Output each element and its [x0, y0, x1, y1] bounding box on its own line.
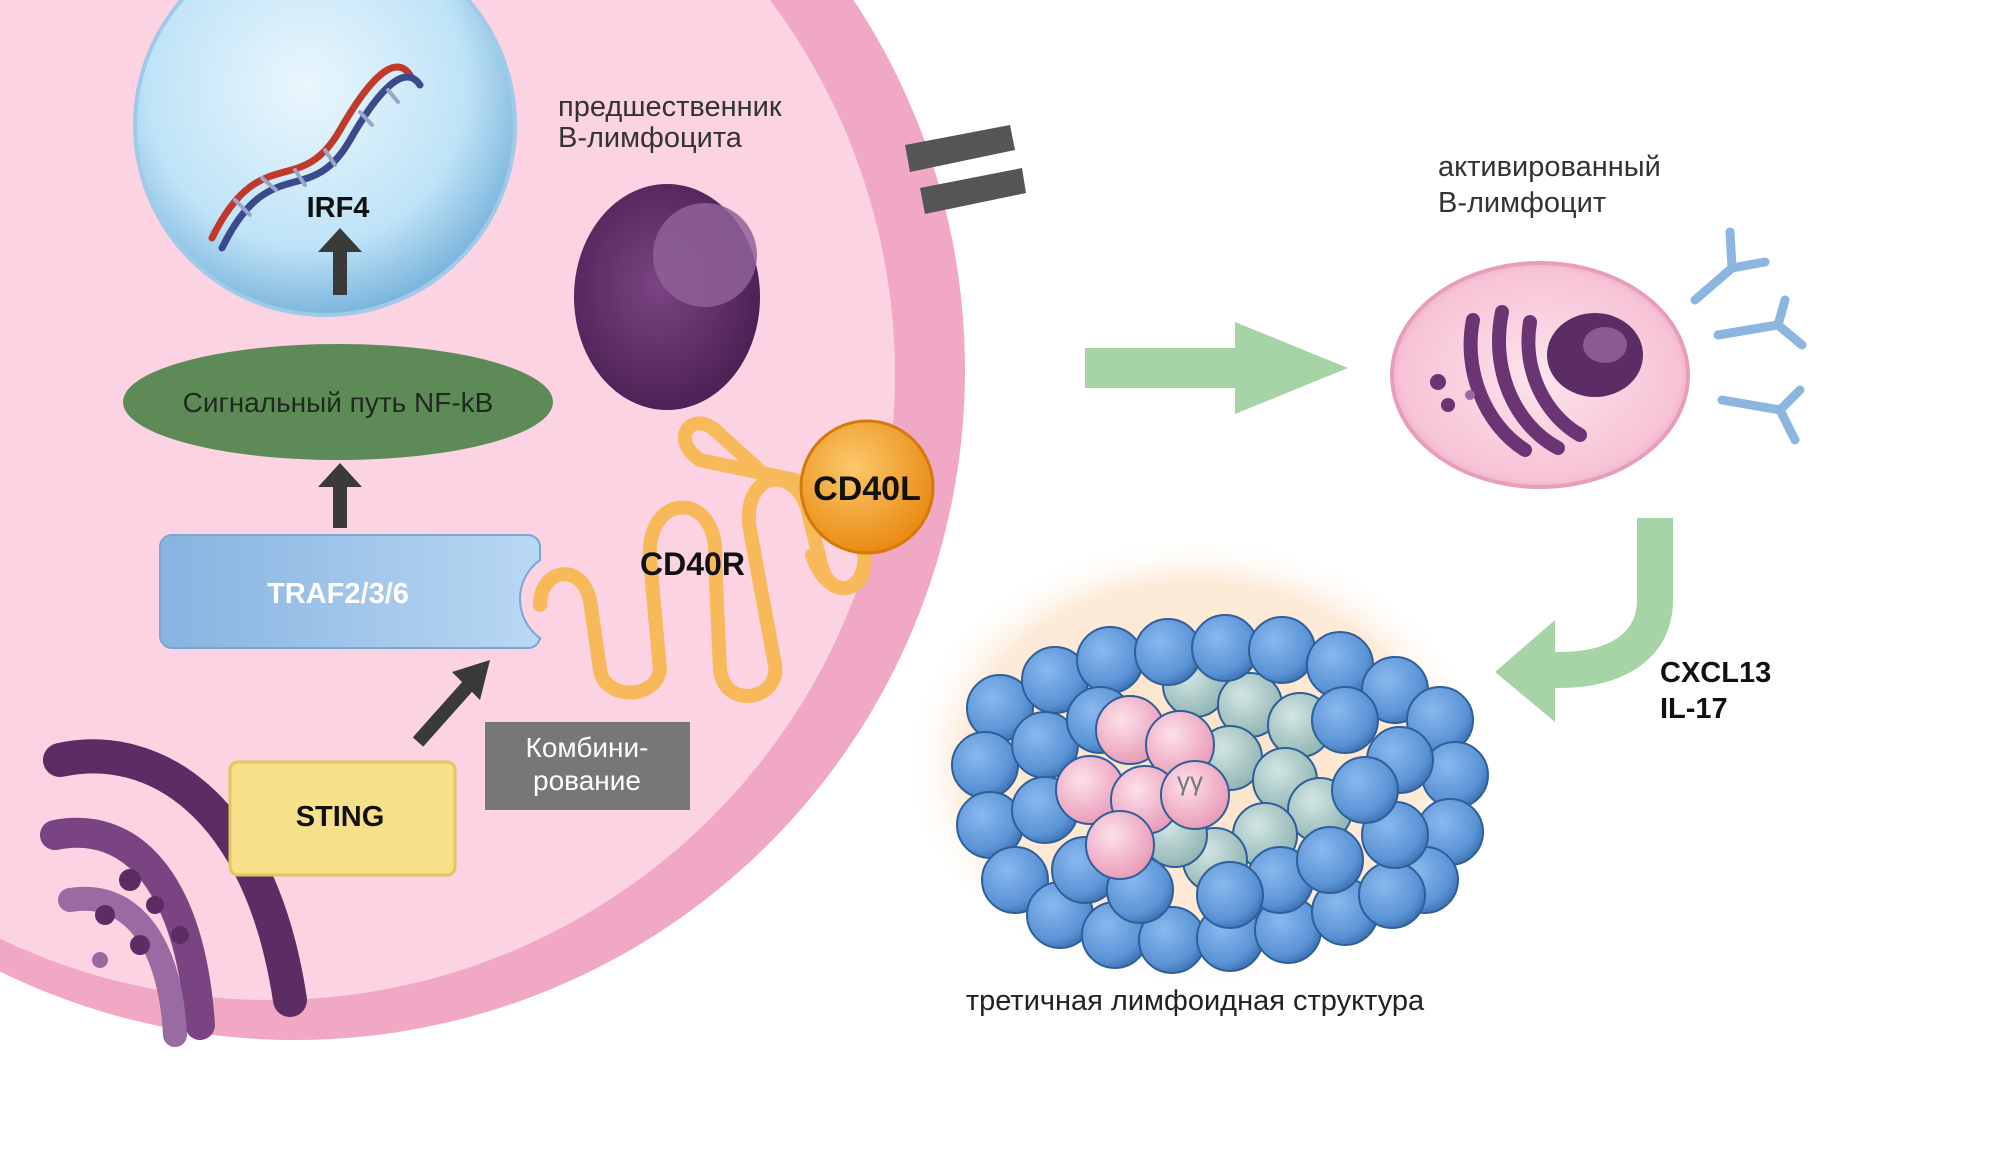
tls-b-cell — [1196, 861, 1264, 929]
tls-b-cell — [1296, 826, 1364, 894]
tertiary-lymphoid-structure: γγ — [905, 537, 1489, 987]
dna-helix-icon — [208, 63, 424, 252]
nfkb-pathway: Сигнальный путь NF-kB — [123, 344, 553, 460]
combining-box: Комбини- рование — [485, 722, 690, 810]
b-precursor-label-line1: предшественник — [558, 91, 782, 123]
activated-b-cell — [1390, 261, 1690, 489]
arrow-icon — [1495, 518, 1673, 722]
tls-b-cell — [1076, 626, 1144, 694]
traf-label: TRAF2/3/6 — [267, 578, 409, 610]
cd40r-receptor-alt — [805, 533, 872, 595]
nfkb-label: Сигнальный путь NF-kB — [183, 387, 494, 418]
cd40l-label: CD40L — [813, 470, 921, 508]
endoplasmic-reticulum — [40, 739, 307, 1047]
antibody-y-icon — [1717, 385, 1805, 445]
tls-gamma-label: γγ — [1177, 766, 1203, 796]
tls-b-cell — [1248, 616, 1316, 684]
cd40l-ligand: CD40L — [799, 419, 935, 555]
tls-dendritic-cell — [1085, 810, 1155, 880]
arrow-icon — [318, 228, 362, 295]
antibody-y-icon — [1690, 227, 1770, 305]
ribosomes — [92, 869, 189, 968]
arrow-icon — [1085, 322, 1348, 414]
arrow-icon — [412, 660, 490, 747]
antibody-y-icon — [1713, 295, 1807, 350]
tls-cells — [951, 614, 1489, 974]
il17-label: IL-17 — [1660, 693, 1728, 725]
b-precursor-label-line2: В-лимфоцита — [558, 122, 743, 154]
irf4-label: IRF4 — [307, 192, 370, 224]
b-precursor-cell — [574, 184, 760, 410]
break-symbol — [905, 125, 1026, 214]
combining-label-line1: Комбини- — [526, 732, 649, 763]
tls-b-cell — [1311, 686, 1379, 754]
combining-label-line2: рование — [533, 765, 641, 796]
tls-label: третичная лимфоидная структура — [966, 985, 1425, 1017]
sting-label: STING — [296, 801, 385, 833]
traf-block: TRAF2/3/6 — [159, 534, 541, 650]
cd40r-label: CD40R — [640, 546, 745, 582]
activated-label-line2: В-лимфоцит — [1438, 187, 1606, 219]
nucleus: IRF4 — [133, 0, 517, 317]
cxcl13-label: CXCL13 — [1660, 657, 1771, 689]
tls-b-cell — [951, 731, 1019, 799]
activated-label-line1: активированный — [1438, 151, 1661, 183]
sting-block: STING — [228, 760, 457, 877]
tls-b-cell — [1358, 861, 1426, 929]
tls-b-cell — [1134, 618, 1202, 686]
tls-dendritic-cell — [1160, 760, 1230, 830]
arrow-icon — [318, 463, 362, 528]
tls-b-cell — [1331, 756, 1399, 824]
